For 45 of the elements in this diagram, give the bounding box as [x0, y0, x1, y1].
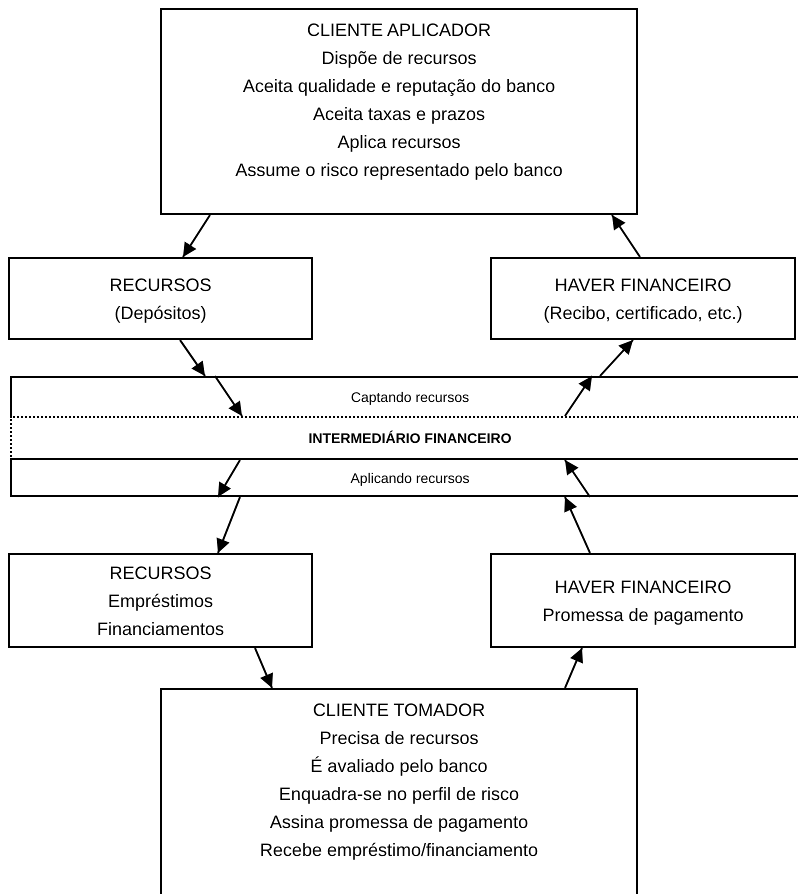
box-text: É avaliado pelo banco: [310, 755, 488, 778]
arrow: [214, 375, 243, 417]
box-heading: INTERMEDIÁRIO FINANCEIRO: [308, 429, 512, 447]
box-heading: Aplicando recursos: [350, 468, 470, 486]
arrow: [564, 375, 593, 417]
box-text: (Depósitos): [114, 302, 207, 325]
box-text: Assina promessa de pagamento: [270, 811, 528, 834]
box-heading: CLIENTE TOMADOR: [312, 699, 486, 722]
box-text: Recebe empréstimo/financiamento: [260, 839, 538, 862]
band: [10, 416, 798, 460]
arrow: [564, 648, 583, 688]
box-text: Aceita qualidade e reputação do banco: [242, 75, 556, 98]
arrow: [182, 214, 211, 258]
box-text: Financiamentos: [96, 618, 224, 640]
arrow: [216, 496, 241, 554]
process-box: [8, 257, 313, 340]
box-text: Assume o risco representado pelo banco: [235, 159, 563, 182]
box-heading: Captando recursos: [350, 388, 470, 406]
box-text: Promessa de pagamento: [542, 604, 744, 627]
process-box: [490, 257, 796, 340]
box-heading: HAVER FINANCEIRO: [554, 576, 732, 598]
box-text: Aplica recursos: [337, 131, 461, 154]
process-box: [8, 553, 313, 648]
arrow: [611, 214, 641, 258]
arrow: [564, 496, 591, 554]
band: [10, 376, 798, 418]
arrow: [179, 339, 206, 377]
box-text: Aceita taxas e prazos: [312, 103, 486, 126]
arrow: [254, 648, 273, 688]
process-box: [160, 8, 638, 215]
box-text: Empréstimos: [108, 590, 214, 613]
arrow: [599, 339, 634, 377]
box-text: (Recibo, certificado, etc.): [543, 302, 743, 325]
arrow: [564, 459, 591, 498]
process-box: [490, 553, 796, 648]
box-heading: HAVER FINANCEIRO: [554, 274, 732, 296]
box-text: Precisa de recursos: [319, 727, 479, 750]
box-heading: CLIENTE APLICADOR: [306, 19, 492, 42]
process-box: [160, 688, 638, 894]
box-text: Enquadra-se no perfil de risco: [278, 783, 520, 806]
box-text: Dispõe de recursos: [321, 47, 477, 70]
band: [10, 458, 798, 497]
box-heading: RECURSOS: [109, 562, 212, 584]
arrow: [217, 459, 241, 498]
box-heading: RECURSOS: [109, 274, 212, 296]
